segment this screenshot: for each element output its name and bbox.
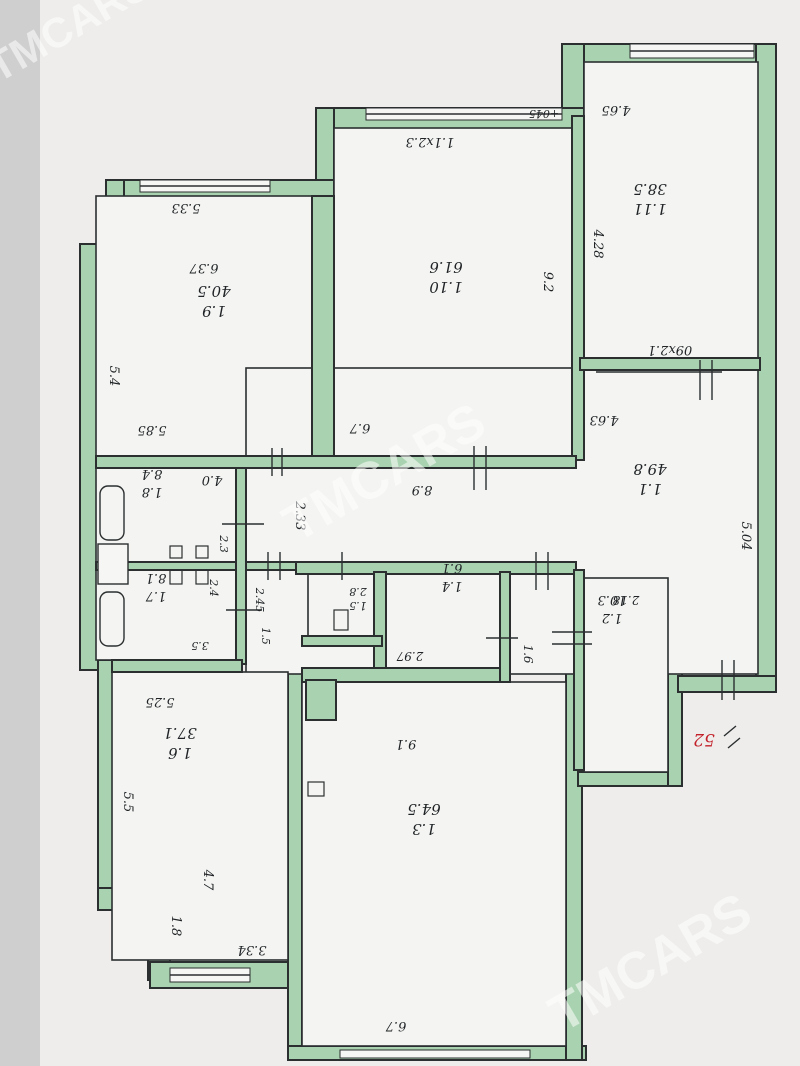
dim-label: 5.04	[738, 522, 753, 551]
room-9-area: 40.5	[197, 282, 231, 300]
room-5	[307, 571, 375, 639]
dim-label: 2.97	[396, 649, 424, 663]
dim-label: 2.18	[612, 593, 640, 607]
dim-label: 5.33	[172, 200, 201, 215]
dim-label: 1.1x2.3	[406, 134, 455, 149]
dim-label: 4.28	[590, 229, 605, 259]
sink-2	[195, 545, 209, 559]
dim-label: 4.65	[602, 102, 632, 117]
svg-text:1.364.5: 1.3 64.5	[407, 800, 440, 838]
dim-label: 9.1	[396, 736, 417, 751]
room-8-name: 1.8	[142, 484, 163, 499]
svg-text:1.78.1: 1.78.1	[145, 570, 166, 603]
room-5-area: 2.8	[349, 585, 368, 598]
room-2-area: 10.3	[598, 592, 627, 607]
room-2	[583, 577, 669, 773]
room-1-name: 1.1	[638, 480, 662, 498]
room-2-name: 1.2	[602, 610, 623, 625]
svg-text:1.940.5: 1.9 40.5	[197, 282, 231, 320]
dim-label: 9.2	[540, 272, 555, 293]
svg-text:1.210.3: 1.2 10.3	[598, 592, 627, 625]
dim-label: 4.63	[590, 412, 620, 427]
room-4-name: 1.4	[442, 578, 463, 593]
room-11-name: 1.11	[633, 200, 666, 218]
svg-text:1.1061.6: 1.10 61.6	[429, 258, 463, 296]
room-6	[111, 671, 289, 961]
dim-label: 1.8	[168, 916, 183, 937]
dim-label: 4.7	[200, 869, 215, 891]
room-3-name: 1.3	[412, 820, 436, 838]
dim-label: 2.4	[207, 578, 220, 597]
dim-label: 6.7	[385, 1018, 406, 1033]
dim-label: 5.85	[138, 422, 167, 437]
room-6-area: 37.1	[163, 724, 196, 742]
red-mark: 52	[693, 729, 715, 749]
room-7-area: 8.1	[146, 570, 167, 585]
dim-label: 5.25	[146, 694, 175, 709]
room-3-area: 64.5	[407, 800, 440, 818]
dim-label: 6.7	[349, 420, 370, 435]
svg-text:1.52.8: 1.52.8	[349, 585, 368, 612]
door-marks	[222, 360, 735, 700]
fixtures	[97, 485, 349, 797]
dim-label: 4.0	[202, 472, 224, 487]
room-1-area: 49.8	[633, 460, 667, 478]
room-4-area: 6.1	[442, 560, 463, 575]
toilet-1	[169, 569, 183, 585]
dim-label: 3.34	[238, 942, 267, 957]
svg-text:1.1138.5: 1.11 38.5	[633, 180, 666, 218]
dim-label: 3.5	[191, 639, 209, 652]
room-9-name: 1.9	[202, 302, 226, 320]
dim-label: 1.6	[521, 644, 535, 663]
dim-label: 1.5	[259, 627, 272, 645]
dim-label: 2.3	[217, 534, 230, 553]
dim-label: 8.9	[412, 482, 433, 497]
dim-label: 09x2.1	[648, 342, 693, 357]
windows	[139, 43, 755, 1059]
page-binding-shadow	[0, 0, 40, 1066]
bathtub-lower	[99, 591, 125, 647]
room-11	[583, 61, 759, 361]
dim-label: 2.45	[253, 587, 266, 613]
dim-label: 5.4	[106, 366, 121, 387]
svg-text:1.46.1: 1.46.1	[442, 560, 463, 593]
room-6-name: 1.6	[168, 744, 192, 762]
room-8-area: 8.4	[142, 466, 163, 481]
shaft	[97, 543, 129, 585]
room-10-area: 61.6	[429, 258, 463, 276]
partition-walls	[95, 115, 761, 771]
dim-label: 6.37	[189, 260, 219, 275]
window-note: +045	[529, 107, 559, 120]
room-11-area: 38.5	[633, 180, 666, 198]
wc-fixture	[333, 609, 349, 631]
dimension-labels: 4.65 4.28 1.1x2.3 5.33 6.37 9.2 5.4 5.85…	[106, 102, 753, 1033]
bathtub-upper	[99, 485, 125, 541]
toilet-2	[195, 569, 209, 585]
dim-label: 5.5	[120, 792, 135, 813]
room-3	[301, 681, 567, 1047]
window-room-3	[339, 1049, 531, 1059]
svg-text:1.88.4: 1.88.4	[142, 466, 163, 499]
red-mark-tick	[723, 725, 741, 749]
room-labels: 1.1138.5 1.1061.6 1.940.5 1.149.8 1.88.4…	[142, 180, 668, 838]
room-7-name: 1.7	[145, 588, 166, 603]
svg-text:1.149.8: 1.1 49.8	[633, 460, 667, 498]
svg-text:1.637.1: 1.6 37.1	[163, 724, 196, 762]
vent-box	[307, 781, 325, 797]
room-5-name: 1.5	[349, 599, 367, 612]
sink-1	[169, 545, 183, 559]
dim-label: 2.33	[292, 501, 307, 531]
room-10-name: 1.10	[429, 278, 463, 296]
